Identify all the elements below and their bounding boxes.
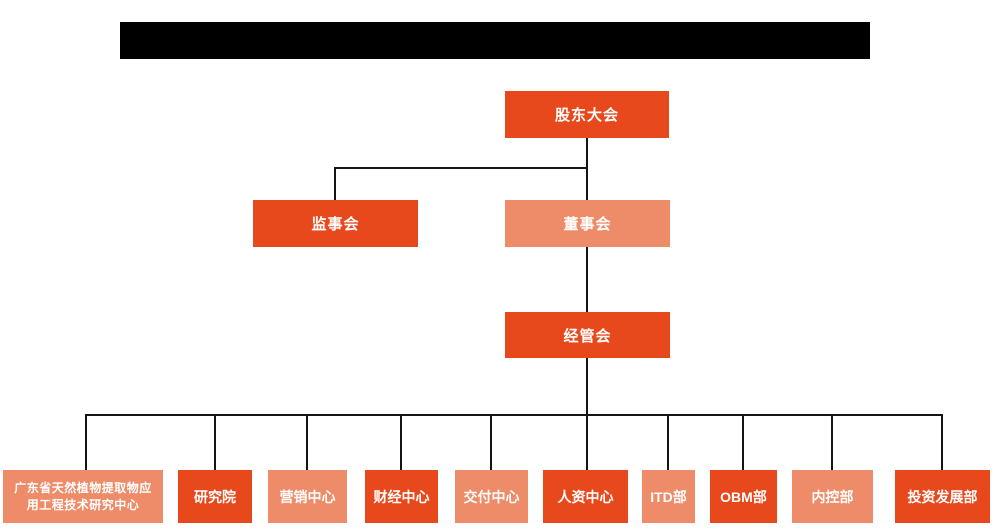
connector-dept-rail — [85, 414, 943, 416]
connector-stub-dept2 — [214, 414, 216, 470]
connector-stub-dept9 — [831, 414, 833, 470]
connector-stub-dept3 — [306, 414, 308, 470]
node-supervisory-board: 监事会 — [253, 200, 418, 247]
node-hr-center: 人资中心 — [543, 470, 628, 523]
node-management-committee: 经管会 — [505, 312, 670, 358]
node-guangdong-research-center: 广东省天然植物提取物应用工程技术研究中心 — [3, 470, 163, 523]
connector-stub-dept1 — [85, 414, 87, 470]
node-board-of-directors: 董事会 — [505, 200, 670, 247]
node-marketing-center: 营销中心 — [268, 470, 347, 523]
connector-root-down — [586, 138, 588, 200]
node-finance-center: 财经中心 — [365, 470, 438, 523]
connector-stub-dept8 — [742, 414, 744, 470]
node-investment-development-department: 投资发展部 — [895, 470, 990, 523]
connector-stub-dept4 — [400, 414, 402, 470]
node-delivery-center: 交付中心 — [455, 470, 528, 523]
connector-stub-dept10 — [941, 414, 943, 470]
connector-stub-dept7 — [667, 414, 669, 470]
node-obm-department: OBM部 — [710, 470, 777, 523]
node-shareholders-meeting: 股东大会 — [505, 91, 669, 138]
node-itd-department: ITD部 — [642, 470, 695, 523]
node-research-institute: 研究院 — [178, 470, 252, 523]
connector-branch-left — [334, 167, 588, 169]
redacted-title-bar — [120, 22, 870, 59]
connector-to-supervisory — [334, 167, 336, 200]
connector-stub-dept5 — [490, 414, 492, 470]
connector-board-to-mgmt — [586, 247, 588, 312]
node-internal-control-department: 内控部 — [792, 470, 873, 523]
